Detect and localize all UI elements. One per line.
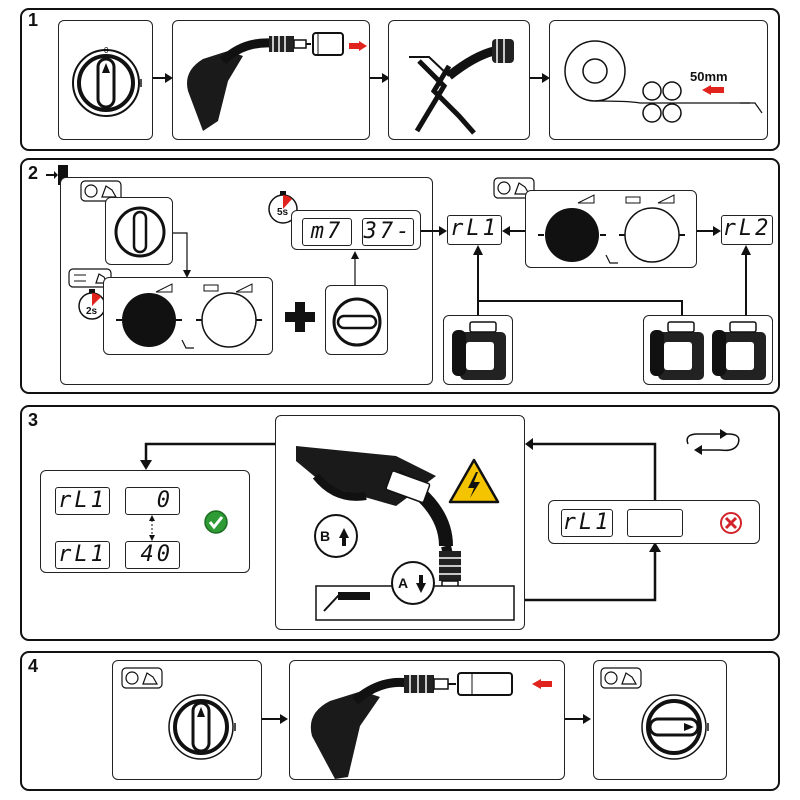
hand-control-badge-icon <box>600 667 642 689</box>
wire-feeder-panel-double <box>643 315 773 385</box>
result-panel: rL1 0 rL1 40 <box>40 470 250 573</box>
main-switch-panel: 0 <box>58 20 153 140</box>
flow-arrow <box>370 73 390 83</box>
stopwatch-2s-icon <box>78 289 106 320</box>
control-knobs-panel-right <box>525 190 697 268</box>
wire-spool-icon <box>564 40 763 123</box>
torch-nozzle-removal-panel <box>172 20 370 140</box>
timer-2s-label: 2s <box>86 306 98 317</box>
step-1-number: 1 <box>28 10 39 30</box>
flow-arrow <box>421 226 447 236</box>
hand-control-badge-icon <box>121 667 163 689</box>
svg-text:0: 0 <box>104 46 109 55</box>
flow-arrow <box>262 714 288 724</box>
display-rl1-idle: rL1 <box>561 509 613 537</box>
display-left: m7 <box>302 218 352 246</box>
selector-knob-icon <box>332 297 382 347</box>
main-switch-on-icon <box>168 694 236 760</box>
flow-arrow <box>565 714 591 724</box>
wire-cutter-icon <box>409 39 514 135</box>
display-rl1: rL1 <box>447 215 502 245</box>
flow-arrow <box>697 226 721 236</box>
button-b-up-icon <box>314 514 358 558</box>
plus-icon <box>285 302 315 332</box>
enter-menu-icon <box>46 165 68 185</box>
flow-arrow-left <box>502 226 526 236</box>
dotted-arrow-icon <box>149 515 155 541</box>
wire-feeder-icon <box>452 321 506 380</box>
display-panel-program: m7 37- <box>291 210 421 250</box>
stopwatch-5s-icon <box>268 191 298 224</box>
connector-line <box>173 232 191 278</box>
selector-knob-panel <box>325 285 388 355</box>
wire-spool-panel: 50mm <box>549 20 768 140</box>
red-arrow-right-icon <box>349 41 367 51</box>
swap-badge-icon <box>68 268 112 288</box>
wire-feeder-panel-single <box>443 315 513 385</box>
wire-cut-panel <box>388 20 530 140</box>
step-2-number: 2 <box>28 163 39 183</box>
display-rl1-after: rL1 <box>55 541 110 569</box>
main-switch-on-icon <box>114 206 166 258</box>
main-switch-panel-final <box>593 660 727 780</box>
main-switch-panel-off <box>112 660 262 780</box>
connector-line <box>140 442 278 470</box>
check-ok-icon <box>204 510 228 534</box>
connector-line <box>473 245 751 315</box>
display-value-before: 0 <box>125 487 180 515</box>
wire-feeder-icon <box>650 321 766 380</box>
error-cross-icon <box>720 512 742 534</box>
button-b-label: B <box>320 528 331 544</box>
high-voltage-warning-icon <box>448 458 500 504</box>
timer-5s-label: 5s <box>277 207 289 218</box>
idle-display-panel: rL1 <box>548 500 760 544</box>
welding-torch-icon <box>187 32 344 131</box>
loop-cycle-icon <box>686 429 740 455</box>
wire-length-label: 50mm <box>690 69 728 84</box>
display-value-idle <box>627 509 683 537</box>
dual-knob-icon <box>538 194 685 264</box>
flow-arrow <box>153 73 173 83</box>
welding-torch-icon <box>310 672 513 779</box>
main-switch-off-icon: 0 <box>72 46 142 117</box>
button-a-down-icon <box>391 561 435 605</box>
dual-knob-icon <box>116 283 262 349</box>
flow-arrow <box>530 73 550 83</box>
connector-line <box>351 251 359 286</box>
step-4-number: 4 <box>28 656 39 676</box>
display-value-after: 40 <box>125 541 180 569</box>
display-rl1-before: rL1 <box>55 487 110 515</box>
display-right: 37- <box>362 218 414 246</box>
step-3-number: 3 <box>28 410 39 430</box>
hand-control-badge-icon <box>493 177 535 199</box>
torch-nozzle-refit-panel <box>289 660 565 780</box>
connector-line <box>525 438 661 602</box>
button-a-label: A <box>398 575 409 591</box>
main-switch-small-panel <box>105 197 173 265</box>
display-rl2: rL2 <box>721 215 773 245</box>
torch-calibration-panel: B A <box>275 415 525 630</box>
red-arrow-left-icon <box>702 85 724 95</box>
control-knobs-panel-left <box>103 277 273 355</box>
main-switch-on-horizontal-icon <box>641 694 709 760</box>
red-arrow-left-icon <box>532 679 552 689</box>
